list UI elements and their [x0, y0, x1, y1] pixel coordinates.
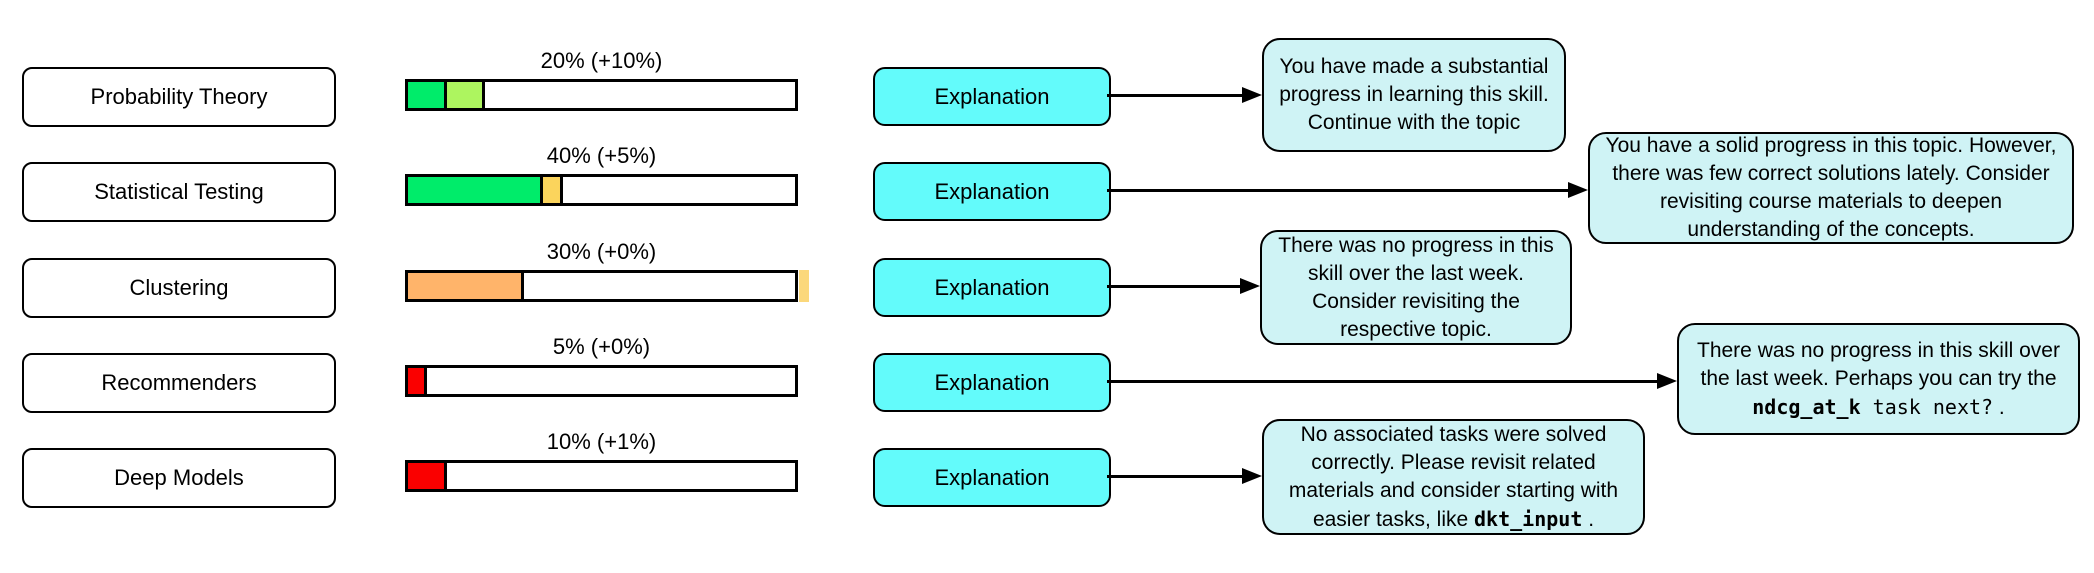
bar-segment-green — [408, 82, 447, 108]
arrow-head-icon — [1242, 468, 1262, 484]
bar-segment-orange — [408, 273, 525, 299]
progress-bar — [405, 79, 798, 111]
explanation-button[interactable]: Explanation — [873, 162, 1111, 221]
bar-segment-red — [408, 368, 428, 394]
note-box: You have a solid progress in this topic.… — [1588, 132, 2074, 244]
arrow-head-icon — [1240, 278, 1260, 294]
progress-bar — [405, 460, 798, 492]
progress-label: 30% (+0%) — [546, 239, 657, 264]
note-text: No associated tasks were solved correctl… — [1288, 422, 1619, 531]
arrow-head-icon — [1568, 182, 1588, 198]
bar-segment-green — [408, 177, 544, 203]
progress-bar — [405, 270, 809, 302]
progress-label: 5% (+0%) — [552, 334, 651, 359]
arrow-shaft — [1107, 188, 1574, 192]
note-box: There was no progress in this skill over… — [1260, 230, 1572, 345]
explanation-button[interactable]: Explanation — [873, 353, 1111, 412]
bar-segment-light_green — [446, 82, 486, 108]
bar-overflow-sliver — [799, 270, 809, 302]
arrow — [1107, 182, 1588, 198]
explanation-button[interactable]: Explanation — [873, 448, 1111, 507]
arrow-shaft — [1107, 284, 1246, 288]
note-box: No associated tasks were solved correctl… — [1262, 419, 1645, 535]
arrow — [1107, 87, 1262, 103]
progress-bar — [405, 174, 798, 206]
note-text: You have a solid progress in this topic.… — [1605, 134, 2057, 241]
note-text: There was no progress in this skill over… — [1697, 338, 2060, 419]
progress-label: 40% (+5%) — [546, 143, 657, 168]
progress-label: 10% (+1%) — [546, 429, 657, 454]
arrow — [1107, 278, 1260, 294]
arrow — [1107, 468, 1262, 484]
skill-node-statistical-testing: Statistical Testing — [22, 162, 336, 222]
arrow — [1107, 373, 1677, 389]
progress-label: 20% (+10%) — [540, 48, 663, 73]
note-box: There was no progress in this skill over… — [1677, 323, 2080, 435]
skill-node-clustering: Clustering — [22, 258, 336, 318]
note-box: You have made a substantial progress in … — [1262, 38, 1566, 152]
bar-segment-gold — [543, 177, 563, 203]
explanation-button[interactable]: Explanation — [873, 258, 1111, 317]
note-text: There was no progress in this skill over… — [1278, 233, 1554, 341]
progress-bar — [405, 365, 798, 397]
arrow-shaft — [1107, 379, 1663, 383]
bar-segment-red — [408, 463, 447, 489]
note-text: You have made a substantial progress in … — [1279, 55, 1549, 134]
arrow-head-icon — [1657, 373, 1677, 389]
skill-node-deep-models: Deep Models — [22, 448, 336, 508]
skill-node-recommenders: Recommenders — [22, 353, 336, 413]
explanation-button[interactable]: Explanation — [873, 67, 1111, 126]
arrow-shaft — [1107, 474, 1248, 478]
arrow-shaft — [1107, 93, 1248, 97]
skill-node-probability-theory: Probability Theory — [22, 67, 336, 127]
arrow-head-icon — [1242, 87, 1262, 103]
